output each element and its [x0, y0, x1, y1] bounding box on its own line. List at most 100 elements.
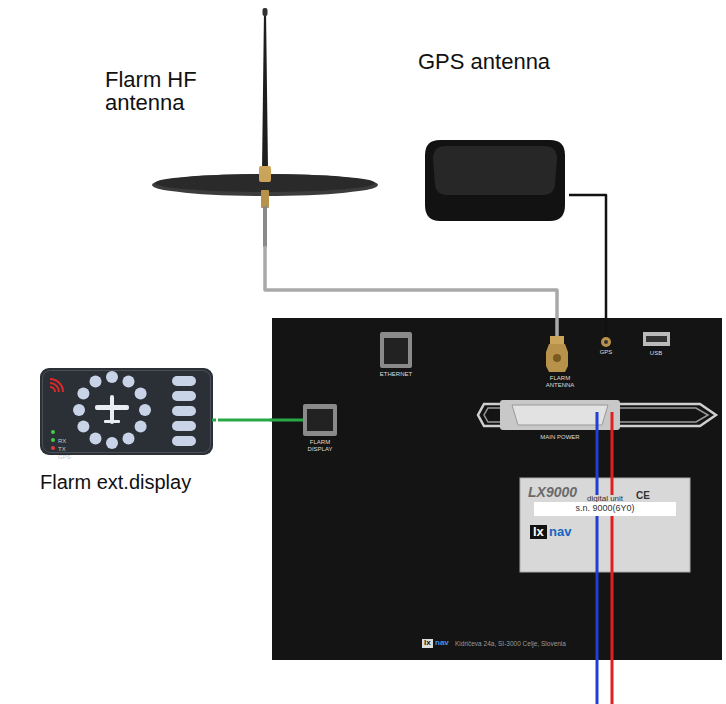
port-label: ETHERNET: [366, 371, 426, 378]
led: [172, 376, 196, 386]
led: [172, 406, 196, 416]
antenna-tip: [263, 8, 268, 16]
display-cable-end: [270, 419, 304, 422]
text-slot: MAIN POWER: [530, 434, 590, 441]
led: [135, 388, 147, 400]
gps-port: [601, 337, 611, 347]
text-slot: FLARM ANTENNA: [540, 375, 580, 388]
power-connector-shell: [512, 405, 608, 425]
flarm-display-cable: [218, 419, 272, 422]
radio-symbol: [50, 379, 63, 392]
display-socket: [307, 409, 333, 431]
antenna-connector: [261, 190, 269, 208]
plate-text: CE: [636, 490, 650, 501]
text-slot: lx: [422, 631, 433, 649]
antenna-cable-end: [555, 318, 559, 337]
status-led: [51, 430, 55, 434]
text-slot: nav: [435, 631, 449, 649]
status-label: GPS: [58, 454, 71, 460]
text-slot: GPS: [591, 349, 621, 356]
unit-housing: [272, 318, 722, 660]
logo-text: lx: [530, 525, 547, 539]
gps-puck: [425, 140, 565, 221]
flarm-display-drawing: [40, 368, 216, 455]
text-slot: RX: [58, 429, 66, 447]
port-label: GPS: [591, 349, 621, 356]
gps-pin: [604, 340, 608, 344]
radio-symbol: [50, 387, 55, 392]
node-label: Flarm ext.display: [40, 471, 215, 493]
gps-puck-top: [433, 146, 557, 195]
text-slot: FLARM DISPLAY: [300, 439, 340, 452]
text-slot: CE: [636, 485, 650, 503]
usb-port: [643, 332, 670, 346]
flarm-antenna-drawing: [152, 8, 378, 247]
text-slot: Flarm ext.display: [40, 471, 215, 493]
logo-text: lx: [422, 639, 433, 648]
port-label: USB: [641, 350, 671, 357]
sma-nut: [546, 344, 568, 372]
antenna-connector: [259, 166, 271, 182]
connector-clip: [616, 404, 716, 426]
ethernet-socket: [384, 338, 408, 364]
led: [135, 421, 147, 433]
led: [106, 371, 118, 383]
display-bezel: [43, 371, 211, 453]
ethernet-port: [380, 332, 412, 368]
led-column: [172, 376, 196, 446]
plane-tail: [104, 420, 120, 423]
led: [73, 404, 85, 416]
flarm-antenna-cable: [265, 246, 557, 318]
status-led: [51, 438, 55, 442]
text-slot: Flarm HF antenna: [105, 68, 225, 114]
label-plate: [520, 478, 690, 572]
serial-number: s.n. 9000(6Y0): [534, 502, 676, 516]
plane-icon: [95, 395, 129, 424]
text-slot: lx: [530, 522, 547, 540]
led: [139, 404, 151, 416]
digital-unit-drawing: [270, 318, 722, 704]
led: [123, 433, 135, 445]
led-ring: [73, 371, 151, 449]
text-slot: s.n. 9000(6Y0): [534, 502, 676, 516]
label-plate: LX9000digital unitCEs.n. 9000(6Y0)lxnav: [520, 478, 690, 572]
address-text: Kidričeva 24a, SI-3000 Celje, Slovenia: [454, 640, 567, 647]
led: [90, 375, 102, 387]
status-led: [51, 446, 55, 450]
led: [77, 421, 89, 433]
antenna-cable-stub: [263, 206, 267, 247]
antenna-node: Flarm HF antenna: [100, 8, 380, 246]
text-slot: nav: [549, 522, 571, 540]
port-label: FLARM DISPLAY: [300, 439, 340, 452]
display-body: [40, 368, 213, 455]
text-slot: Kidričeva 24a, SI-3000 Celje, Slovenia: [454, 632, 567, 650]
gps-antenna-node: GPS antenna: [415, 48, 569, 222]
led: [172, 421, 196, 431]
sma-pin: [553, 354, 561, 362]
sma-connector: [550, 336, 564, 344]
antenna-whip: [262, 10, 268, 170]
led: [90, 433, 102, 445]
text-slot: ETHERNET: [366, 371, 426, 378]
connector-clip: [616, 408, 708, 422]
node-label: GPS antenna: [418, 50, 566, 73]
usb-socket: [646, 336, 667, 342]
gps-antenna-cable: [569, 195, 606, 318]
status-label: TX: [58, 446, 66, 452]
model-name: LX9000: [528, 485, 577, 500]
port-label: FLARM ANTENNA: [540, 375, 580, 388]
text-slot: GPS antenna: [418, 50, 566, 73]
led: [77, 388, 89, 400]
gps-cable-end: [605, 318, 608, 338]
text-slot: LX9000: [528, 483, 577, 501]
gps-antenna-drawing: [425, 140, 565, 221]
power-wire-blue: [596, 412, 599, 704]
power-connector: [500, 400, 620, 430]
logo-text: nav: [549, 525, 571, 539]
led: [123, 375, 135, 387]
radio-symbol: [50, 383, 59, 392]
power-wire-red: [611, 412, 614, 704]
logo-text: nav: [435, 639, 449, 648]
